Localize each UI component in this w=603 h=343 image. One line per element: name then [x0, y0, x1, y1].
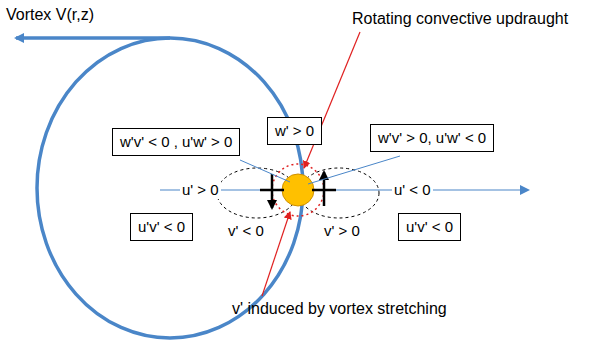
label: Vortex V(r,z)	[6, 6, 94, 24]
text-box: u'v' < 0	[398, 213, 461, 241]
label: v' > 0	[322, 222, 362, 240]
leader	[240, 160, 290, 182]
leader	[304, 32, 360, 168]
box-text: w'v' > 0, u'w' < 0	[378, 129, 486, 147]
updraught	[282, 174, 314, 206]
box-text: u'v' < 0	[138, 218, 185, 236]
text-box: w' > 0	[267, 117, 322, 145]
v-arrow	[323, 172, 326, 206]
vortex-circle	[37, 38, 303, 338]
vortex-arrow	[16, 36, 170, 40]
label: v' < 0	[226, 222, 266, 240]
text-box: u'v' < 0	[130, 213, 193, 241]
v-arrow	[271, 174, 274, 208]
leader	[308, 156, 400, 184]
leader	[262, 212, 290, 296]
box-text: w'v' < 0 , u'w' > 0	[120, 133, 232, 151]
label: v' induced by vortex stretching	[232, 300, 447, 318]
label: u' < 0	[392, 181, 433, 199]
box-text: w' > 0	[275, 122, 314, 140]
label: Rotating convective updraught	[352, 10, 568, 28]
text-box: w'v' < 0 , u'w' > 0	[112, 128, 240, 156]
label: u' > 0	[180, 181, 221, 199]
box-text: u'v' < 0	[406, 218, 453, 236]
text-box: w'v' > 0, u'w' < 0	[370, 124, 494, 152]
